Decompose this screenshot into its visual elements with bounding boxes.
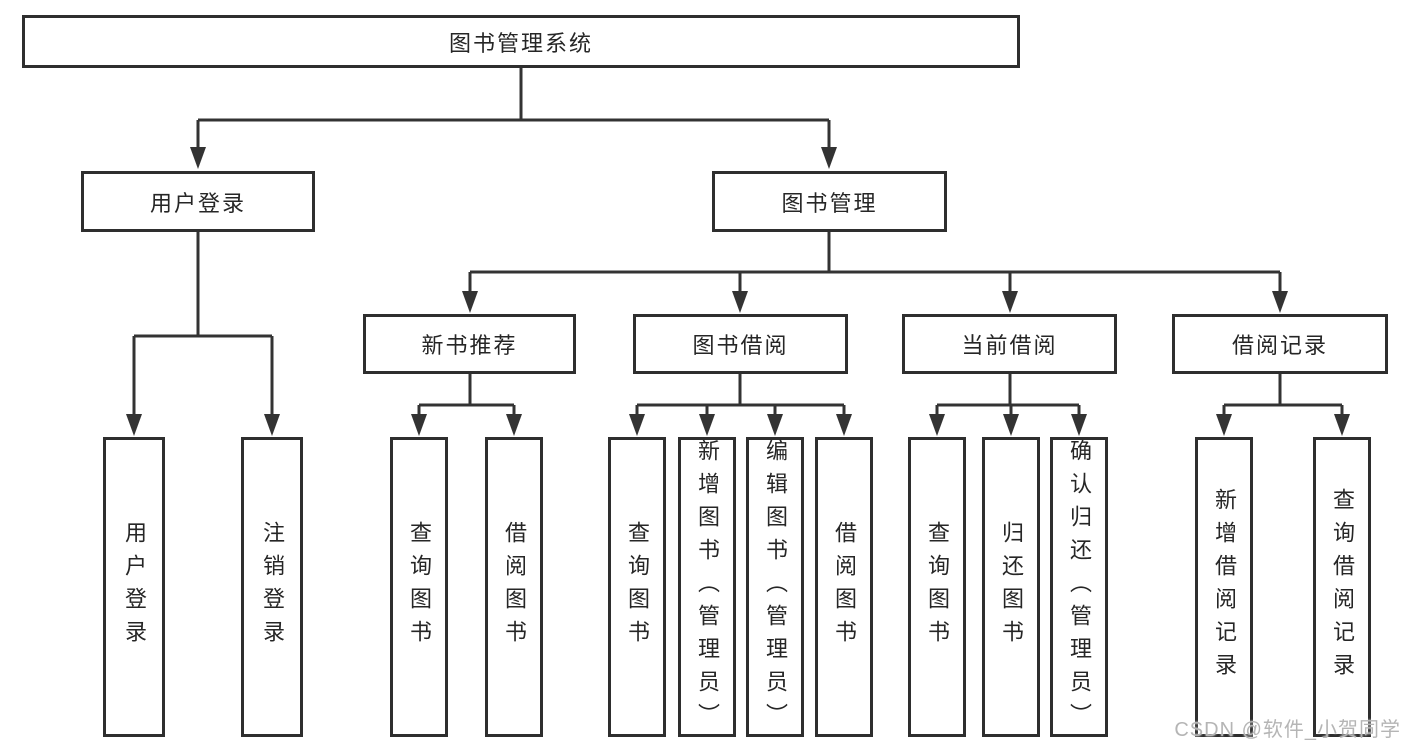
- leaf-current-confirm-return-admin-label: 确认归还（管理员）: [1067, 438, 1092, 736]
- leaf-current-return-book: 归还图书: [982, 437, 1040, 737]
- leaf-current-query-book: 查询图书: [908, 437, 966, 737]
- leaf-records-query-record: 查询借阅记录: [1313, 437, 1371, 737]
- leaf-records-add-record: 新增借阅记录: [1195, 437, 1253, 737]
- node-book-management: 图书管理: [712, 171, 947, 232]
- connector-root: [196, 68, 831, 150]
- node-library-management-system-label: 图书管理系统: [448, 30, 593, 56]
- node-book-management-label: 图书管理: [781, 190, 878, 216]
- leaf-borrow-add-book-admin: 新增图书（管理员）: [678, 437, 736, 737]
- leaf-borrow-add-book-admin-label: 新增图书（管理员）: [695, 438, 720, 736]
- leaf-recommend-query-book: 查询图书: [390, 437, 448, 737]
- node-borrowing-records: 借阅记录: [1172, 314, 1388, 374]
- leaf-current-query-book-label: 查询图书: [925, 521, 950, 653]
- leaf-borrow-query-book: 查询图书: [608, 437, 666, 737]
- connector-user-login: [132, 232, 274, 417]
- leaf-borrow-edit-book-admin-label: 编辑图书（管理员）: [763, 438, 788, 736]
- node-borrowing-records-label: 借阅记录: [1231, 333, 1328, 358]
- leaf-logout: 注销登录: [241, 437, 303, 737]
- leaf-logout-label: 注销登录: [260, 521, 285, 653]
- node-current-borrowing-label: 当前借阅: [961, 333, 1058, 358]
- node-library-management-system: 图书管理系统: [22, 15, 1020, 68]
- leaf-borrow-edit-book-admin: 编辑图书（管理员）: [746, 437, 804, 737]
- node-user-login: 用户登录: [81, 171, 315, 232]
- leaf-recommend-borrow-book: 借阅图书: [485, 437, 543, 737]
- connector-book-borrowing: [635, 374, 846, 417]
- leaf-borrow-query-book-label: 查询图书: [625, 521, 650, 653]
- leaf-current-return-book-label: 归还图书: [999, 521, 1024, 653]
- connector-new-book-recommendation: [417, 374, 516, 417]
- connector-book-management: [468, 232, 1282, 294]
- node-new-book-recommendation-label: 新书推荐: [421, 333, 518, 358]
- leaf-borrow-borrow-book-label: 借阅图书: [832, 521, 857, 653]
- node-current-borrowing: 当前借阅: [902, 314, 1117, 374]
- leaf-recommend-borrow-book-label: 借阅图书: [502, 521, 527, 653]
- node-book-borrowing: 图书借阅: [633, 314, 848, 374]
- leaf-user-login: 用户登录: [103, 437, 165, 737]
- watermark: CSDN @软件_小贺同学: [1174, 719, 1401, 741]
- connector-borrowing-records: [1222, 374, 1344, 417]
- leaf-recommend-query-book-label: 查询图书: [407, 521, 432, 653]
- leaf-user-login-label: 用户登录: [122, 521, 147, 653]
- leaf-borrow-borrow-book: 借阅图书: [815, 437, 873, 737]
- leaf-records-query-record-label: 查询借阅记录: [1330, 488, 1355, 686]
- leaf-current-confirm-return-admin: 确认归还（管理员）: [1050, 437, 1108, 737]
- node-user-login-label: 用户登录: [149, 190, 246, 216]
- node-book-borrowing-label: 图书借阅: [692, 333, 789, 358]
- connector-current-borrowing: [935, 374, 1081, 417]
- leaf-records-add-record-label: 新增借阅记录: [1212, 488, 1237, 686]
- node-new-book-recommendation: 新书推荐: [363, 314, 576, 374]
